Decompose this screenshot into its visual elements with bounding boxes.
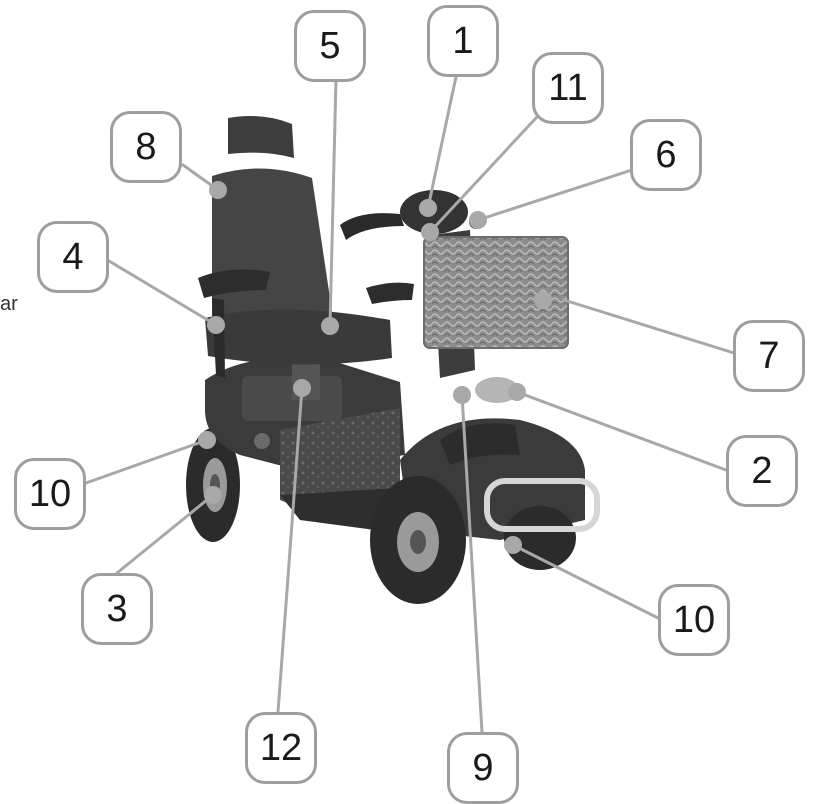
callout-10-front: 10 — [658, 584, 730, 656]
cropped-edge-text: ar — [0, 293, 40, 316]
callout-9: 9 — [447, 732, 519, 804]
seat — [198, 116, 414, 378]
callout-3: 3 — [81, 573, 153, 645]
callout-11: 11 — [532, 52, 604, 124]
callout-6: 6 — [630, 119, 702, 191]
callout-5: 5 — [294, 10, 366, 82]
callout-1: 1 — [427, 5, 499, 77]
callout-4: 4 — [37, 221, 109, 293]
callout-10-rear: 10 — [14, 458, 86, 530]
callout-8: 8 — [110, 111, 182, 183]
callout-2: 2 — [726, 435, 798, 507]
callout-7: 7 — [733, 320, 805, 392]
callout-12: 12 — [245, 712, 317, 784]
